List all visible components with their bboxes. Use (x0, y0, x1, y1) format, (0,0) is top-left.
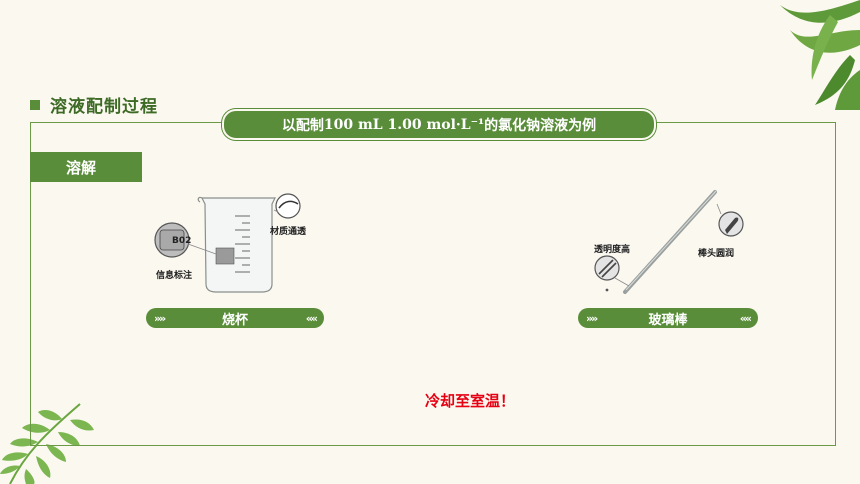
cooling-warning: 冷却至室温！ (424, 392, 515, 410)
section-title: 溶液配制过程 (50, 97, 158, 117)
step-tab: 溶解 (30, 152, 142, 182)
chevrons-right-icon: »» (154, 311, 166, 325)
beaker-marking: B02 (172, 236, 192, 246)
beaker-illustration-icon (154, 193, 301, 293)
rod-note-transparency: 透明度高 (594, 245, 631, 255)
banner: 以配制 100 mL 1.00 mol·L⁻¹ 的氯化钠溶液为例 (222, 109, 656, 140)
rod-label: 玻璃棒 (648, 312, 688, 328)
glass-rod-illustration-icon (594, 190, 744, 294)
chevrons-right-icon: »» (586, 311, 598, 325)
chevrons-left-icon: «« (305, 311, 318, 325)
title-bullet-icon (30, 99, 40, 110)
beaker-label-pill: »» 烧杯 «« (146, 308, 324, 328)
beaker-note-label: 信息标注 (156, 271, 193, 281)
beaker-note-material: 材质通透 (270, 227, 307, 237)
rod-label-pill: »» 玻璃棒 «« (578, 308, 758, 328)
banner-suffix: 的氯化钠溶液为例 (484, 117, 597, 134)
section-heading: 溶液配制过程 (30, 92, 158, 117)
fern-decoration-icon (0, 403, 94, 484)
beaker-label: 烧杯 (221, 312, 248, 328)
banner-quantity: 100 mL 1.00 mol·L⁻¹ (323, 116, 485, 133)
chevrons-left-icon: «« (739, 311, 752, 325)
leaf-decoration-icon (780, 0, 860, 110)
banner-prefix: 以配制 (281, 117, 324, 134)
rod-note-rounded-tip: 棒头圆润 (698, 249, 735, 259)
